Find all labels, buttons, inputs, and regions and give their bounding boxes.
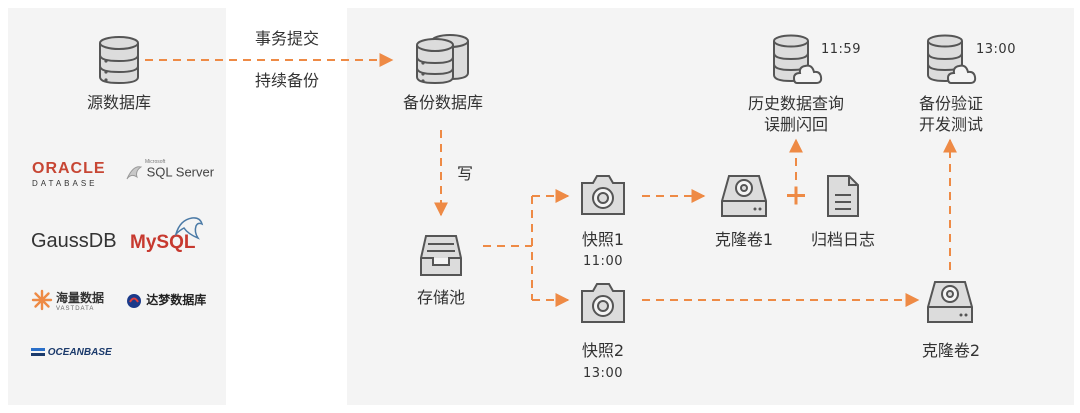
- database-icon-source: [99, 36, 139, 85]
- disk-icon-clone1: [721, 175, 767, 217]
- cloud-database-icon-history: [773, 34, 823, 84]
- cloud-database-icon-verify: [927, 34, 977, 84]
- vastdata-icon: [31, 289, 53, 311]
- flow-label-backup: 持续备份: [254, 71, 320, 90]
- dameng-icon: [127, 293, 141, 308]
- snapshot2-time: 13:00: [583, 366, 623, 381]
- dolphin-icon: [174, 217, 204, 240]
- snapshot1-label: 快照1: [581, 230, 625, 249]
- source-db-label: 源数据库: [86, 93, 152, 112]
- verify-time: 13:00: [976, 42, 1016, 57]
- database-icon-backup: [416, 34, 469, 85]
- mysql-logo: MySQL: [130, 217, 204, 254]
- disk-icon-clone2: [927, 281, 973, 323]
- backup-db-label: 备份数据库: [402, 93, 484, 112]
- camera-icon-snapshot1: [581, 175, 625, 215]
- oceanbase-logo: OCEANBASE: [31, 347, 112, 358]
- history-label-line1: 历史数据查询: [747, 94, 845, 113]
- clone2-label: 克隆卷2: [921, 341, 981, 360]
- clone1-label: 克隆卷1: [714, 230, 774, 249]
- history-label-line2: 误删闪回: [763, 115, 829, 134]
- archive-log-label: 归档日志: [810, 230, 876, 249]
- sqlserver-icon: [126, 166, 143, 180]
- snapshot1-time: 11:00: [583, 254, 623, 269]
- history-time: 11:59: [821, 42, 861, 57]
- flow-label-commit: 事务提交: [254, 29, 320, 48]
- document-icon-archive-log: [827, 175, 859, 217]
- oceanbase-icon: [31, 348, 45, 357]
- storage-pool-label: 存储池: [416, 288, 466, 307]
- camera-icon-snapshot2: [581, 283, 625, 323]
- gaussdb-logo: GaussDB: [31, 230, 117, 252]
- storage-pool-icon: [420, 235, 462, 276]
- oracle-logo: ORACLE DATABASE: [32, 160, 106, 188]
- plus-icon: [787, 186, 805, 205]
- write-label: 写: [456, 164, 474, 183]
- verify-label-line2: 开发测试: [918, 115, 984, 134]
- sqlserver-logo: Microsoft SQL Server: [125, 159, 214, 183]
- snapshot2-label: 快照2: [581, 341, 625, 360]
- verify-label-line1: 备份验证: [918, 94, 984, 113]
- dameng-logo: 达梦数据库: [126, 291, 206, 309]
